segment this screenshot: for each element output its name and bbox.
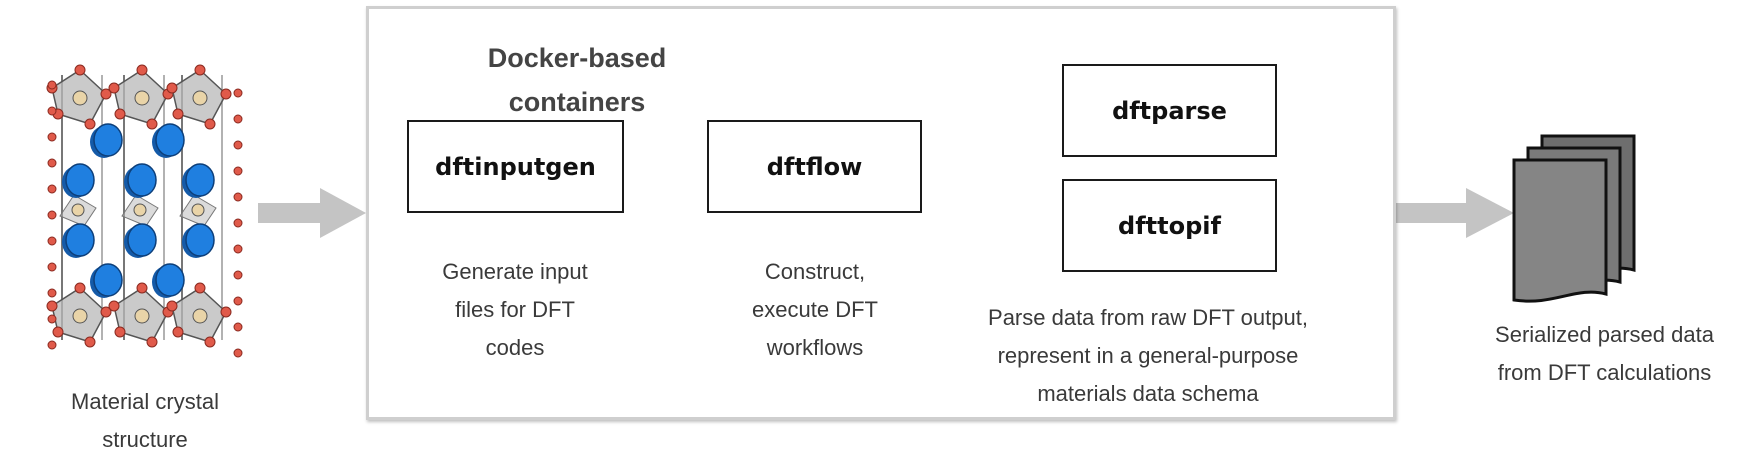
dftparse-box: dftparse [1062,64,1277,157]
dftflow-label: dftflow [766,152,863,181]
dftflow-caption: Construct, execute DFT workflows [752,259,878,360]
dftinputgen-box: dftinputgen [407,120,624,213]
arrow-container-to-output [1396,188,1514,238]
dfttopif-box: dfttopif [1062,179,1277,272]
dftinputgen-caption: Generate input files for DFT codes [442,259,588,360]
input-caption: Material crystal structure [71,389,219,452]
dftflow-box: dftflow [707,120,922,213]
container-title: Docker-based containers [487,43,667,117]
documents-icon [1512,134,1636,303]
arrow-input-to-container [258,188,366,238]
dftparse-label: dftparse [1112,96,1227,125]
dfttopif-label: dfttopif [1118,211,1221,240]
output-caption: Serialized parsed data from DFT calculat… [1495,322,1714,385]
dftinputgen-label: dftinputgen [435,152,596,181]
parsers-caption: Parse data from raw DFT output, represen… [988,305,1308,406]
